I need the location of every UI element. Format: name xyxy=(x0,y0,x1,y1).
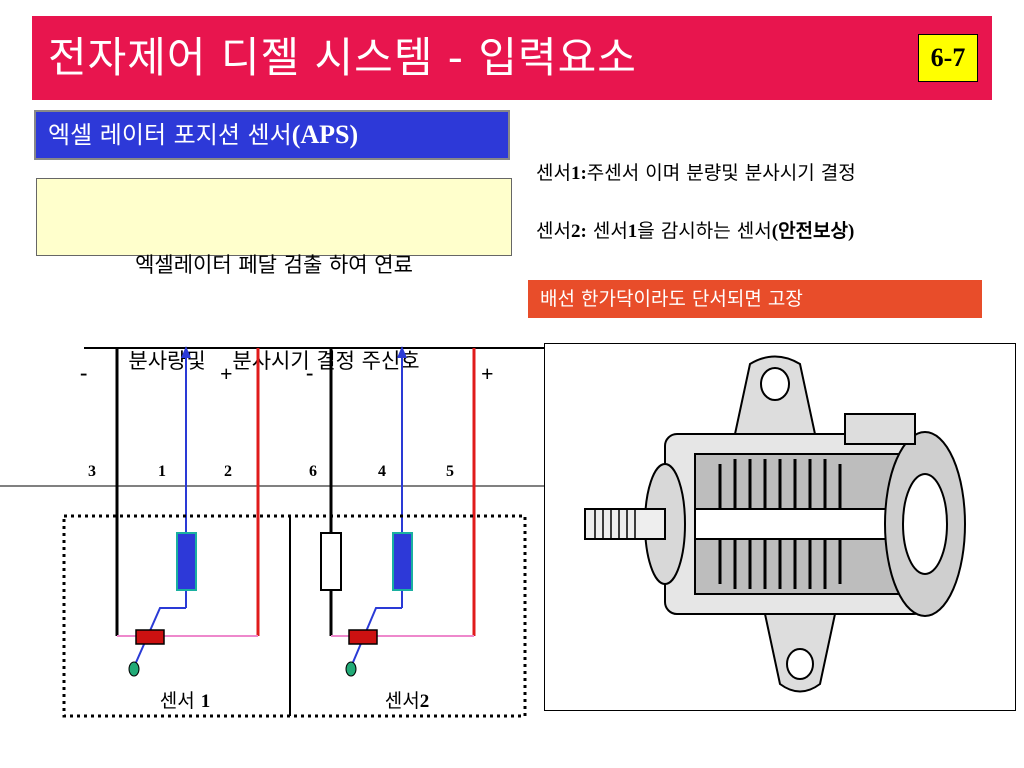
s2-wiper-contact xyxy=(348,629,378,645)
sensor-note-1-num: 1: xyxy=(570,163,587,184)
s1-signal-arrow xyxy=(181,346,191,358)
polarity-label: + xyxy=(220,361,233,386)
s1-resistor xyxy=(176,532,197,591)
aps-header: 엑셀 레이터 포지션 센서(APS) xyxy=(34,110,510,160)
s2-extra-resistor xyxy=(320,532,342,591)
pin-number: 3 xyxy=(88,463,96,480)
flange-hole-bottom xyxy=(786,648,814,680)
sensor-note-2-num2: 1 xyxy=(627,221,638,242)
threaded-stud xyxy=(584,508,666,540)
polarity-label: + xyxy=(481,361,494,386)
sensor-note-2-text: 센서 xyxy=(586,220,628,242)
warning-box: 배선 한가닥이라도 단서되면 고장 xyxy=(528,280,982,318)
description-line-2: 분사량및 분사시기 결정 주신호 xyxy=(128,349,420,373)
s2-resistor xyxy=(392,532,413,591)
sensor-note-2-prefix: 센서 xyxy=(536,220,571,242)
circuit-diagram: - + - + 3 1 2 6 4 5 xyxy=(0,346,544,718)
sensor-note-2-num: 2: xyxy=(570,221,587,242)
sensor-1-caption-prefix: 센서 xyxy=(159,690,201,712)
connector xyxy=(844,413,916,445)
sensor-note-2-text2: 을 감시하는 센서 xyxy=(637,220,772,242)
sensor-1-caption: 센서 1 xyxy=(130,686,240,713)
title-bar: 전자제어 디젤 시스템 - 입력요소 6-7 xyxy=(32,16,992,100)
aps-header-text: 엑셀 레이터 포지션 센서 xyxy=(48,121,292,149)
s1-pivot-dot xyxy=(128,661,140,677)
s2-wiper-arm xyxy=(350,607,402,668)
s1-wiper-contact xyxy=(135,629,165,645)
pin-number: 6 xyxy=(309,463,317,480)
sensor-enclosure xyxy=(62,514,527,718)
pin-number: 4 xyxy=(378,463,386,480)
sensor-note-1: 센서1:주센서 이며 분량및 분사시기 결정 xyxy=(536,158,856,185)
description-box: 엑셀레이터 페달 검출 하여 연료 분사량및 분사시기 결정 주신호 xyxy=(36,178,512,373)
sensor-1-caption-num: 1 xyxy=(200,691,211,712)
pin-number: 2 xyxy=(224,463,232,480)
flange-hole-top xyxy=(760,367,790,401)
page-number-badge: 6-7 xyxy=(918,34,978,82)
aps-cutaway-photo xyxy=(544,343,1016,711)
shaft xyxy=(694,508,896,540)
sensor-note-1-prefix: 센서 xyxy=(536,162,571,184)
description-line-1: 엑셀레이터 페달 검출 하여 연료 xyxy=(135,253,413,277)
pin-number: 1 xyxy=(158,463,166,480)
sensor-note-2: 센서2: 센서1을 감시하는 센서(안전보상) xyxy=(536,216,854,243)
aps-cutaway-illustration-icon xyxy=(584,355,966,693)
sensor-2-caption-num: 2 xyxy=(419,691,430,712)
sensor-2-caption: 센서2 xyxy=(352,686,462,713)
polarity-label: - xyxy=(80,360,87,385)
pin-number: 5 xyxy=(446,463,454,480)
s2-pivot-dot xyxy=(345,661,357,677)
sensor-2-caption-prefix: 센서 xyxy=(384,690,420,712)
sensor-note-1-text: 주센서 이며 분량및 분사시기 결정 xyxy=(586,162,856,184)
page-title: 전자제어 디젤 시스템 - 입력요소 xyxy=(48,33,637,82)
s2-signal-arrow xyxy=(397,346,407,358)
s1-wiper-arm xyxy=(133,607,186,668)
polarity-label: - xyxy=(306,360,313,385)
aps-header-abbr: (APS) xyxy=(291,120,359,149)
sensor-note-2-paren: (안전보상) xyxy=(771,221,855,242)
